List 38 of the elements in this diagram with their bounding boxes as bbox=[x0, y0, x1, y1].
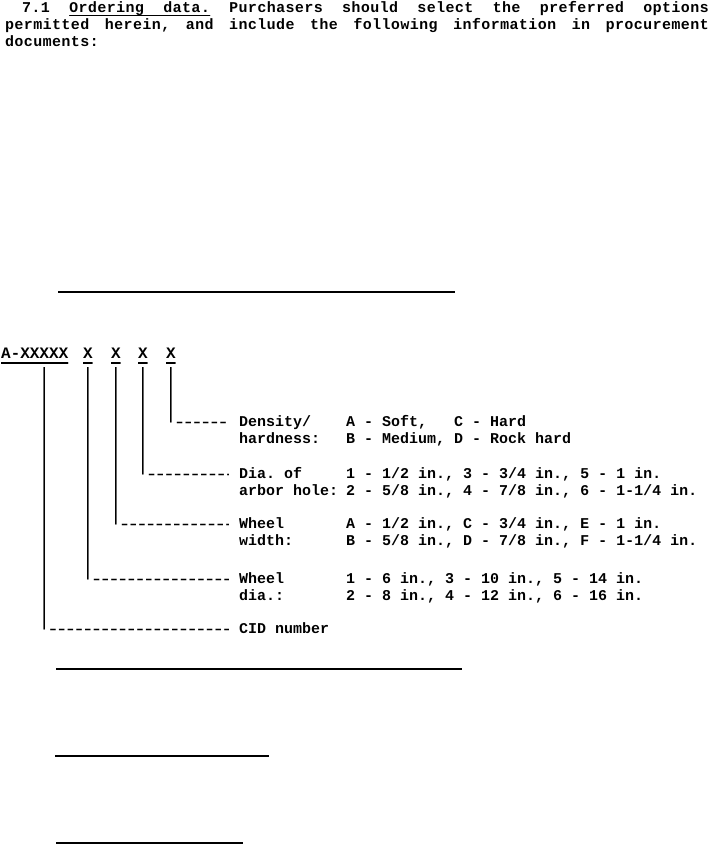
option-value: 6 - 16 in. bbox=[553, 588, 644, 605]
option-value: 4 - 12 in., bbox=[445, 588, 544, 605]
option-value: 4 - 7/8 in., bbox=[463, 483, 572, 500]
leader-line bbox=[142, 367, 229, 476]
option-value: 3 - 3/4 in., bbox=[463, 466, 572, 483]
fill-in-field: X bbox=[83, 346, 93, 366]
option-value: 3 - 10 in., bbox=[445, 571, 544, 588]
leader-line bbox=[170, 367, 229, 424]
option-value: C - 3/4 in., bbox=[463, 516, 572, 533]
leader-line bbox=[115, 367, 229, 526]
option-value: C - Hard bbox=[454, 414, 528, 431]
field-name: Wheel dia.: bbox=[239, 571, 286, 605]
option-value: D - Rock hard bbox=[454, 431, 572, 448]
option-value: 2 - 8 in., bbox=[346, 588, 436, 605]
part-number-prefix: A-XXXXX bbox=[1, 346, 68, 366]
field-name: Wheel width: bbox=[239, 516, 294, 550]
field-name: CID number bbox=[229, 621, 330, 638]
option-value: B - Medium, bbox=[346, 431, 446, 448]
field-name: Density/ hardness: bbox=[239, 414, 322, 448]
option-value: 1 - 6 in., bbox=[346, 571, 436, 588]
option-value: 6 - 1-1/4 in. bbox=[580, 483, 698, 500]
option-value: A - Soft, bbox=[346, 414, 428, 431]
leader-line bbox=[43, 367, 229, 630]
paragraph-text: 7.1 Ordering data. Purchasers should select the preferred options permitted herein, and include the following information in procurement documents: bbox=[5, 0, 709, 51]
option-value: 1 - 1/2 in., bbox=[346, 466, 454, 483]
option-value: F - 1-1/4 in. bbox=[580, 533, 698, 550]
option-value: E - 1 in. bbox=[580, 516, 662, 533]
fill-in-field: X bbox=[166, 346, 176, 366]
option-value: B - 5/8 in., bbox=[346, 533, 454, 550]
field-name: Dia. of arbor hole: bbox=[239, 466, 340, 500]
leader-line bbox=[87, 367, 229, 580]
option-value: 2 - 5/8 in., bbox=[346, 483, 454, 500]
fill-in-field: X bbox=[138, 346, 148, 366]
option-value: 5 - 14 in. bbox=[553, 571, 644, 588]
option-value: D - 7/8 in., bbox=[463, 533, 572, 550]
option-value: 5 - 1 in. bbox=[580, 466, 662, 483]
option-value: A - 1/2 in., bbox=[346, 516, 454, 533]
fill-in-field: X bbox=[111, 346, 121, 366]
